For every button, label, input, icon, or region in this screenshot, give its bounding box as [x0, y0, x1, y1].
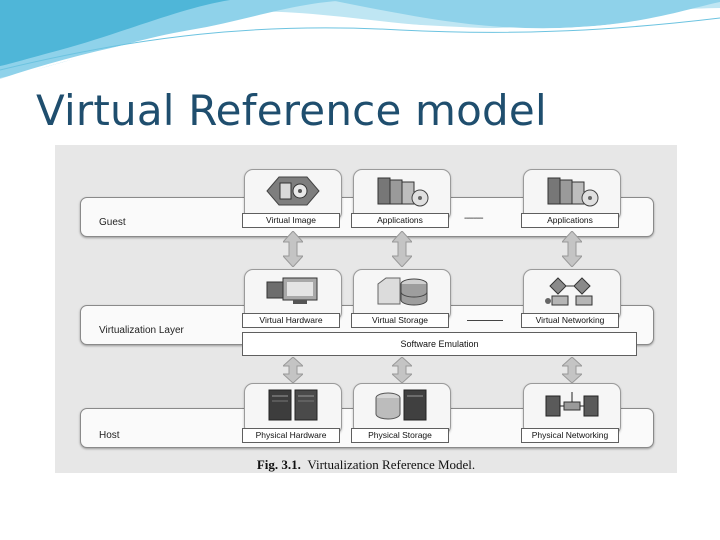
- figure-caption: Fig. 3.1. Virtualization Reference Model…: [55, 457, 677, 473]
- reference-model-figure: Guest Virtualization Layer Host: [55, 145, 677, 473]
- layer-label-host: Host: [99, 430, 120, 441]
- figure-caption-label: Fig. 3.1.: [256, 457, 301, 472]
- virtual-storage-icon: [377, 277, 428, 306]
- header-wave: [0, 0, 720, 81]
- guest-dashes: --------: [464, 213, 484, 224]
- disk-image-icon: [266, 176, 320, 206]
- arrow-emulation-to-storage: [392, 357, 412, 383]
- layer-label-virtualization: Virtualization Layer: [99, 325, 184, 336]
- physical-hardware-tile: [244, 383, 342, 435]
- applications-label-2: Applications: [521, 213, 619, 228]
- virtual-hardware-label: Virtual Hardware: [242, 313, 340, 328]
- software-emulation-box: Software Emulation: [242, 332, 637, 356]
- figure-caption-text: Virtualization Reference Model.: [307, 457, 476, 472]
- virtual-hardware-tile: [244, 269, 342, 321]
- virtual-networking-tile: [523, 269, 621, 321]
- arrow-emulation-to-hardware: [283, 357, 303, 383]
- virtual-image-label: Virtual Image: [242, 213, 340, 228]
- physical-hardware-label: Physical Hardware: [242, 428, 340, 443]
- virtual-storage-tile: [353, 269, 451, 321]
- slide-title: Virtual Reference model: [36, 86, 547, 135]
- virtual-networking-icon: [545, 277, 593, 306]
- layer-label-guest: Guest: [99, 217, 126, 228]
- physical-networking-label: Physical Networking: [521, 428, 619, 443]
- applications-label-1: Applications: [351, 213, 449, 228]
- physical-networking-tile: [523, 383, 621, 435]
- applications-tile-1: [353, 169, 451, 221]
- arrow-image-to-hardware: [283, 231, 303, 267]
- applications-tile-2: [523, 169, 621, 221]
- applications-icon: [547, 177, 599, 207]
- virtual-hardware-icon: [266, 277, 318, 304]
- virtual-row-connector: [467, 320, 503, 321]
- virtual-networking-label: Virtual Networking: [521, 313, 619, 328]
- applications-icon: [377, 177, 429, 207]
- server-icon: [268, 389, 318, 421]
- physical-storage-label: Physical Storage: [351, 428, 449, 443]
- virtual-image-tile: [244, 169, 342, 221]
- virtual-storage-label: Virtual Storage: [351, 313, 449, 328]
- arrow-emulation-to-networking: [562, 357, 582, 383]
- storage-icon: [375, 389, 427, 421]
- arrow-apps-to-networking: [562, 231, 582, 267]
- network-icon: [545, 392, 599, 417]
- arrow-apps-to-storage: [392, 231, 412, 267]
